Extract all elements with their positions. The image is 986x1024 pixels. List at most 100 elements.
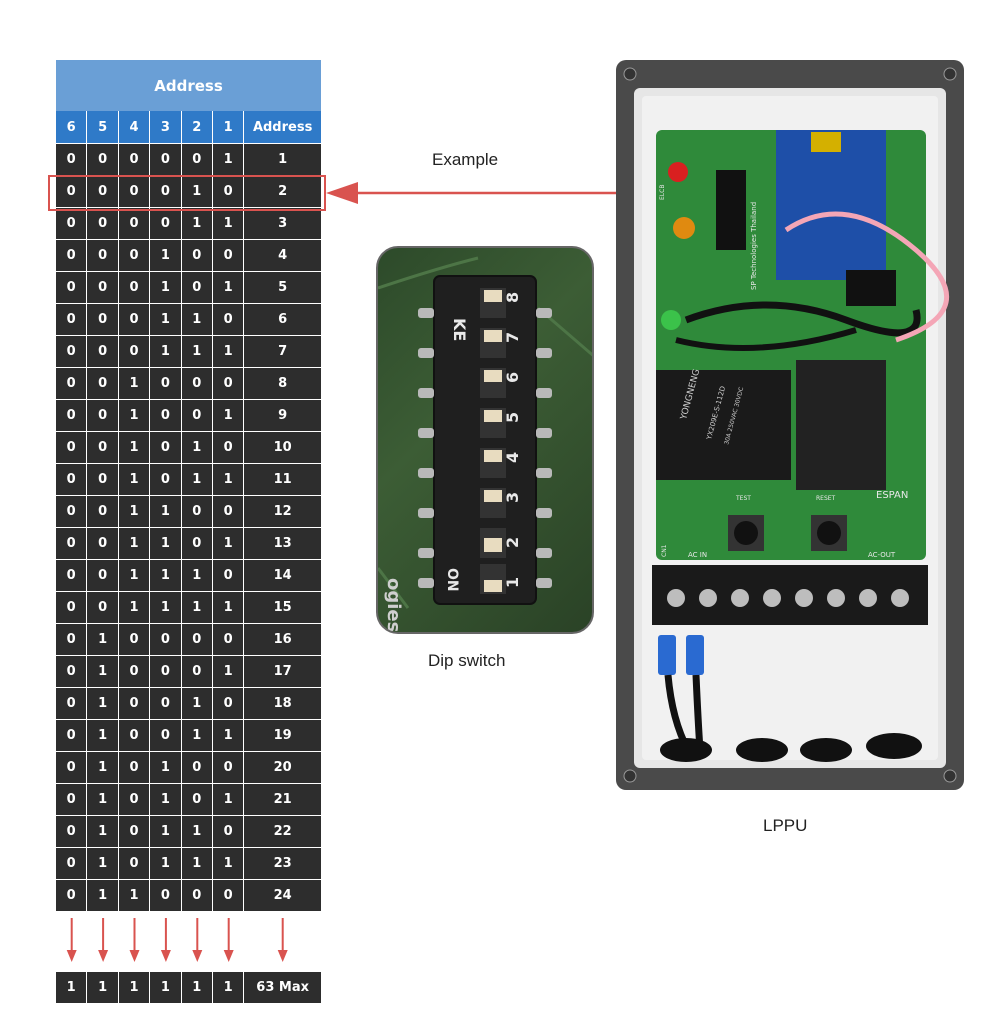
bit-cell: 1 xyxy=(212,336,245,368)
bit-cell: 0 xyxy=(118,624,151,656)
address-cell: 16 xyxy=(244,624,321,656)
address-cell: 8 xyxy=(244,368,321,400)
bit-cell: 0 xyxy=(87,176,119,208)
bit-cell: 0 xyxy=(212,304,245,336)
max-bit-cell: 1 xyxy=(56,972,88,1003)
bit-cell: 0 xyxy=(56,368,88,400)
ac-out-label: AC-OUT xyxy=(868,551,896,559)
bit-cell: 1 xyxy=(87,752,119,784)
bit-cell: 0 xyxy=(56,528,88,560)
address-cell: 12 xyxy=(244,496,321,528)
bit-cell: 0 xyxy=(56,176,88,208)
bit-cell: 0 xyxy=(87,368,119,400)
bit-cell: 0 xyxy=(56,208,88,240)
bit-cell: 0 xyxy=(181,752,213,784)
bit-cell: 0 xyxy=(118,848,151,880)
bit-cell: 1 xyxy=(212,208,245,240)
bit-cell: 0 xyxy=(56,752,88,784)
address-cell: 13 xyxy=(244,528,321,560)
address-cell: 2 xyxy=(244,176,321,208)
bit-cell: 1 xyxy=(118,464,151,496)
bit-cell: 1 xyxy=(118,560,151,592)
bit-cell: 1 xyxy=(181,336,213,368)
bit-cell: 0 xyxy=(181,240,213,272)
bit-cell: 0 xyxy=(181,880,213,912)
address-cell: 5 xyxy=(244,272,321,304)
bit-cell: 0 xyxy=(118,208,151,240)
address-cell: 21 xyxy=(244,784,321,816)
bit-cell: 0 xyxy=(181,400,213,432)
bit-cell: 0 xyxy=(181,496,213,528)
bit-cell: 0 xyxy=(212,752,245,784)
bit-cell: 0 xyxy=(118,656,151,688)
bit-cell: 0 xyxy=(87,432,119,464)
bit-cell: 1 xyxy=(212,272,245,304)
bit-cell: 0 xyxy=(56,784,88,816)
bit-cell: 1 xyxy=(181,688,213,720)
address-cell: 4 xyxy=(244,240,321,272)
max-bit-cell: 1 xyxy=(212,972,245,1003)
bit-cell: 0 xyxy=(150,656,182,688)
header-bit-1: 1 xyxy=(212,111,245,144)
bit-cell: 0 xyxy=(181,272,213,304)
bit-cell: 0 xyxy=(150,144,182,176)
max-address-cell: 63 Max xyxy=(244,972,321,1003)
down-arrow-head xyxy=(129,950,140,962)
address-cell: 24 xyxy=(244,880,321,912)
dip-brand-text: KE xyxy=(450,318,469,341)
bit-cell: 0 xyxy=(212,816,245,848)
bit-cell: 0 xyxy=(118,304,151,336)
bit-cell: 0 xyxy=(150,368,182,400)
bit-cell: 0 xyxy=(118,240,151,272)
address-cell: 15 xyxy=(244,592,321,624)
down-arrows xyxy=(66,918,288,962)
ac-in-label: AC IN xyxy=(688,551,707,559)
bit-cell: 0 xyxy=(212,560,245,592)
bit-cell: 1 xyxy=(118,368,151,400)
bit-cell: 0 xyxy=(212,688,245,720)
bit-cell: 1 xyxy=(87,848,119,880)
bit-cell: 0 xyxy=(212,240,245,272)
header-bit-4: 4 xyxy=(118,111,151,144)
bit-cell: 0 xyxy=(87,464,119,496)
bit-cell: 0 xyxy=(56,336,88,368)
bit-cell: 0 xyxy=(87,144,119,176)
bit-cell: 0 xyxy=(87,592,119,624)
bit-cell: 0 xyxy=(118,720,151,752)
bit-cell: 0 xyxy=(150,720,182,752)
bit-cell: 0 xyxy=(118,176,151,208)
lppu-illustration: YONGNENG YX209E-S-112D 30A 250VAC 30VDC … xyxy=(623,67,957,783)
bit-cell: 1 xyxy=(150,784,182,816)
bit-cell: 1 xyxy=(118,432,151,464)
bit-cell: 0 xyxy=(212,624,245,656)
bit-cell: 0 xyxy=(87,336,119,368)
bit-cell: 1 xyxy=(181,176,213,208)
bit-cell: 1 xyxy=(87,784,119,816)
bit-cell: 0 xyxy=(56,848,88,880)
dip-number: 1 xyxy=(503,577,522,588)
bit-cell: 0 xyxy=(212,880,245,912)
bit-cell: 0 xyxy=(56,624,88,656)
address-cell: 11 xyxy=(244,464,321,496)
bit-cell: 1 xyxy=(118,880,151,912)
max-bit-cell: 1 xyxy=(150,972,182,1003)
bit-cell: 0 xyxy=(150,176,182,208)
cn1-label: CN1 xyxy=(661,544,668,557)
